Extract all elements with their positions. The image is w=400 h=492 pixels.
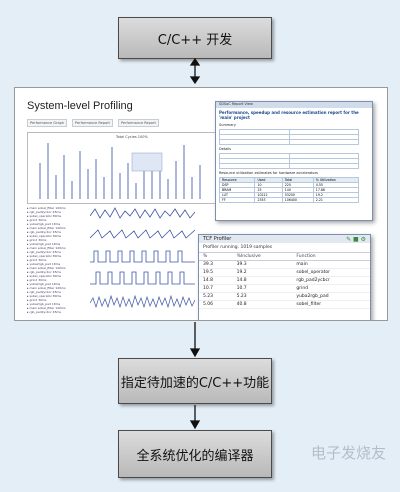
report-titlebar: SDSoC Report View: [216, 102, 372, 108]
report-section-resources: Resource utilization estimates for hardw…: [219, 171, 318, 175]
cell: sobel_operator: [292, 268, 370, 277]
cell: rgb_pad2ycbcr: [292, 276, 370, 285]
cell: 39.3: [232, 260, 293, 269]
estimation-report-window: SDSoC Report View Performance, speedup a…: [215, 101, 373, 221]
cycle-spikes: [39, 143, 201, 199]
cell: 19.5: [199, 268, 233, 277]
watermark: 电子发烧友: [310, 444, 386, 462]
column-header[interactable]: %Inclusive: [232, 253, 293, 261]
trace-5: [90, 294, 195, 309]
trace-1: [90, 207, 195, 219]
tcf-profiler-window: TCF Profiler ✎ ■ ⚙ Profiler running. 101…: [198, 234, 371, 320]
summary-table: [219, 129, 359, 145]
cell: FF: [218, 197, 256, 203]
profiling-screenshot: System-level Profiling Performance Graph…: [14, 87, 388, 321]
cell: 2353: [254, 197, 283, 203]
arrow-down-head: [189, 76, 201, 85]
report-section-details: Details: [219, 147, 232, 151]
cell: 40.8: [232, 300, 293, 309]
details-table: [219, 153, 359, 169]
column-header[interactable]: %: [199, 253, 233, 261]
column-header[interactable]: Function: [292, 253, 370, 261]
cell: 5.23: [199, 292, 233, 301]
step-label: 指定待加速的C/C++功能: [120, 375, 270, 391]
trace-4: [90, 271, 195, 285]
cell: sobel_filter: [292, 300, 370, 309]
trace-3: [90, 250, 195, 263]
cell: 2.21: [312, 197, 360, 203]
arrow-up-head: [189, 57, 201, 66]
screenshot-title: System-level Profiling: [27, 100, 133, 112]
arrow-down-head: [189, 420, 201, 430]
cell: main: [292, 260, 370, 269]
toolbar-icons[interactable]: ✎ ■ ⚙: [346, 235, 366, 243]
cell: 39.3: [199, 260, 233, 269]
cell: 14.8: [232, 276, 293, 285]
cell: 5.23: [232, 292, 293, 301]
report-section-summary: Summary: [219, 123, 236, 127]
cell: 10.7: [232, 284, 293, 293]
step-cpp-development: C/C++ 开发: [118, 17, 272, 59]
event-list: ▸ main sobel_filter 120ms▸ rgb_pad2ycbcr…: [27, 206, 66, 314]
tab-perf-report-2[interactable]: Performance Report: [117, 119, 159, 127]
chart-label: Total Cycles 100%: [116, 135, 148, 139]
report-heading: Performance, speedup and resource estima…: [219, 110, 359, 120]
tab-perf-graph[interactable]: Performance Graph: [27, 119, 68, 127]
profiler-tab-label: TCF Profiler: [203, 236, 232, 242]
step-label: C/C++ 开发: [157, 32, 233, 48]
profiler-status: Profiler running. 1019 samples: [199, 243, 370, 253]
cell: 14.8: [199, 276, 233, 285]
step-label: 全系统优化的编译器: [136, 448, 254, 464]
profiler-tab[interactable]: TCF Profiler ✎ ■ ⚙: [199, 235, 370, 243]
tab-perf-report[interactable]: Performance Report: [72, 119, 113, 127]
cycle-chart: Total Cycles 100%: [27, 132, 219, 204]
arrow-down-head: [189, 348, 201, 358]
cell: 106400: [281, 197, 314, 203]
cell: 19.2: [232, 268, 293, 277]
cell: yuba2rgb_pad: [292, 292, 370, 301]
step-system-compiler: 全系统优化的编译器: [118, 430, 272, 478]
trace-2: [90, 229, 195, 239]
cell: 10.7: [199, 284, 233, 293]
cell: grind: [292, 284, 370, 293]
screenshot-tabs: Performance Graph Performance Report Per…: [27, 119, 159, 127]
cell: 5.06: [199, 300, 233, 309]
step-specify-functions: 指定待加速的C/C++功能: [118, 358, 272, 404]
